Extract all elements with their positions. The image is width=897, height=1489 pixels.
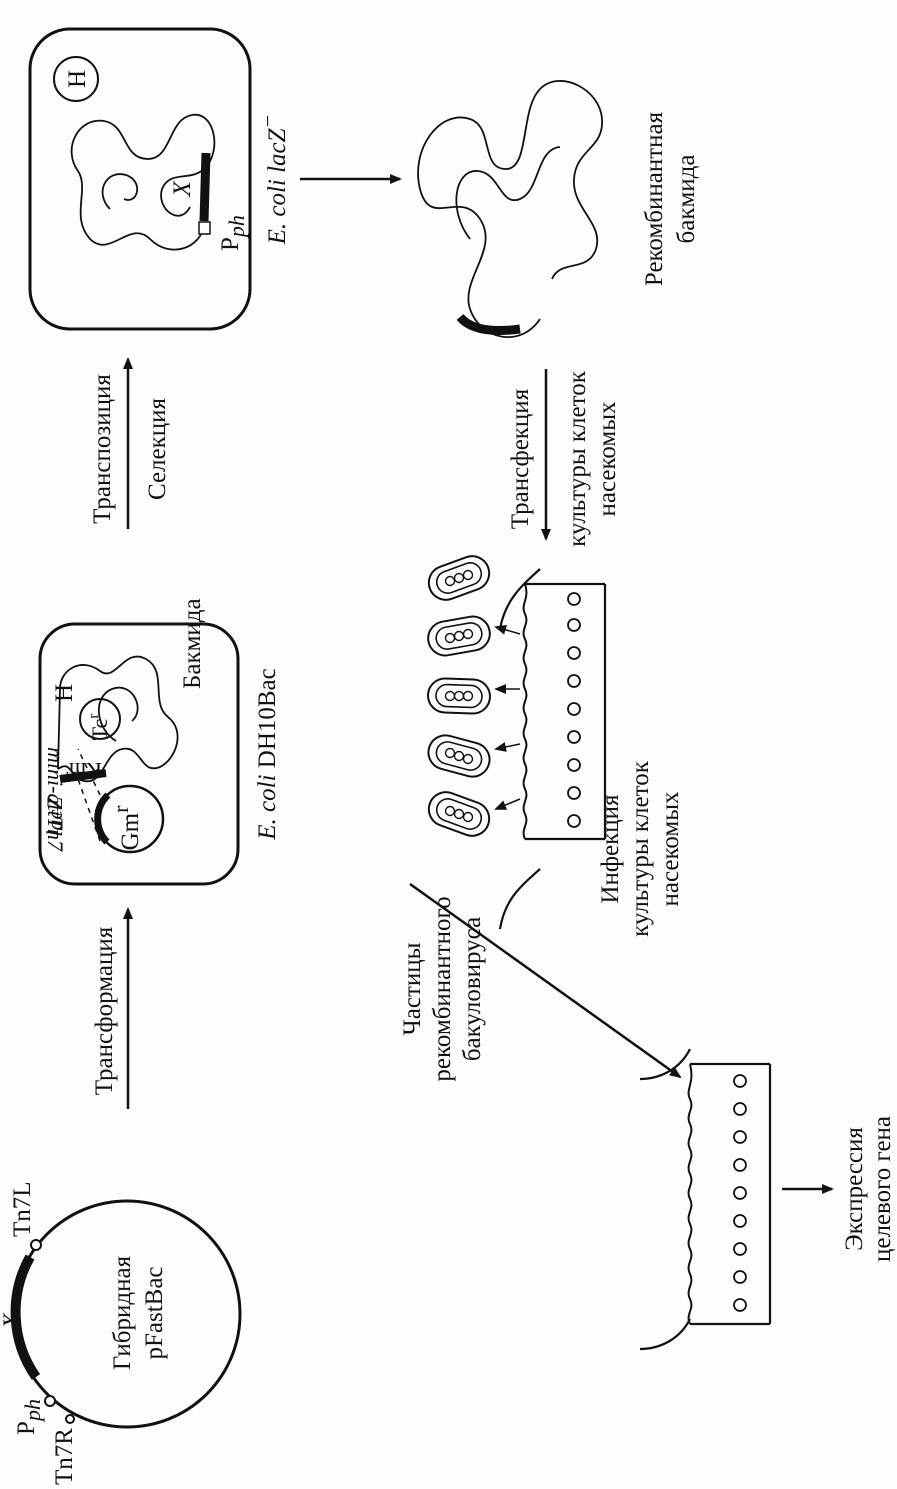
recombinant-bacmid <box>417 80 603 338</box>
plasmid-name-line2: pFastBac <box>141 1266 168 1359</box>
lower-culture-rim-bottom <box>639 1318 691 1351</box>
virus-particle <box>427 791 491 837</box>
lacz-label: lacZ <box>42 797 67 837</box>
recombined-inner-loop <box>101 173 138 210</box>
dh10bac-cell: Gmr Tcr H Kmr mini-attTn7 lacZ Бакмида <box>38 598 240 886</box>
recombinant-bacmid-line2: бакмида <box>673 155 700 244</box>
hybrid-plasmid: Гибридная pFastBac X Pph Tn7R Tn7L <box>0 1181 242 1485</box>
infection-line1: Инфекция <box>597 794 624 904</box>
dh10bac-caption: E. coli DH10Bac <box>254 668 281 841</box>
helper-link-bottom <box>77 748 101 796</box>
bacmid-inner-loop <box>97 686 139 742</box>
helper-label: Gmr <box>108 805 144 851</box>
transformation-label: Трансформация <box>91 926 118 1095</box>
lacz-cell-promoter-label: Pph <box>217 215 249 251</box>
virus-particles-line2: рекомбинантного <box>429 896 456 1081</box>
upper-culture-cell-layer <box>522 583 528 840</box>
helper-link-top <box>77 778 101 842</box>
virus-particle <box>427 734 491 778</box>
km-label: Kmr <box>64 758 102 783</box>
upper-culture-cells <box>567 592 581 828</box>
inserted-gene-segment <box>199 152 211 222</box>
tn7r-label: Tn7R <box>51 1428 78 1485</box>
virus-particle <box>427 677 491 715</box>
expression-line2: целевого гена <box>869 1116 896 1262</box>
plasmid-promoter-label: Pph <box>13 1399 45 1435</box>
tn7l-marker <box>30 1239 42 1251</box>
tet-label: Tcr <box>86 714 112 741</box>
tn7l-label: Tn7L <box>9 1181 36 1237</box>
dh10bac-cell-outline <box>38 622 240 886</box>
lacz-cell-h-label: H <box>64 70 91 88</box>
recombinant-bacmid-loop <box>417 80 603 338</box>
recombinant-bacmid-strand <box>455 146 561 240</box>
lower-culture-cells <box>733 1074 747 1312</box>
transposition-label: Транспозиция <box>89 374 116 524</box>
transfection-line3: насекомых <box>594 401 621 516</box>
expression-line1: Экспрессия <box>841 1127 868 1251</box>
lacz-cell: H X Pph <box>28 27 252 331</box>
gene-x-segment <box>10 1254 41 1380</box>
recombinant-bacmid-line1: Рекомбинантная <box>641 111 668 286</box>
lower-culture-cell-layer <box>687 1063 693 1325</box>
virus-particle <box>427 615 491 657</box>
lacz-cell-outline <box>28 27 252 331</box>
upper-culture-rim-bottom <box>498 868 541 930</box>
bacmid-lacz-segment <box>59 769 107 783</box>
dh10bac-h-label: H <box>51 684 78 702</box>
lower-culture-rim-top <box>639 1048 691 1081</box>
selection-label: Селекция <box>144 397 171 500</box>
budding-arrows <box>494 625 521 810</box>
mini-att-label: mini-attTn7 <box>43 747 68 852</box>
lacz-cell-caption: E. coli lacZ− <box>255 114 291 246</box>
virus-particles-line3: бакуловируса <box>459 917 486 1061</box>
infection-arrow <box>409 882 682 1079</box>
bacmid-loop <box>57 655 179 782</box>
bacmid-label: Бакмида <box>179 598 206 689</box>
infection-line3: насекомых <box>657 791 684 906</box>
tn7r-marker <box>65 1414 75 1424</box>
plasmid-name-line1: Гибридная <box>109 1255 136 1370</box>
transfection-line1: Трансфекция <box>507 388 534 529</box>
upper-culture-rim-top <box>498 568 541 630</box>
promoter-marker <box>44 1395 56 1407</box>
infected-culture-upper <box>427 555 607 930</box>
virus-particles <box>427 555 491 837</box>
lacz-promoter-box <box>198 221 211 235</box>
tet-marker <box>79 698 121 740</box>
lacz-cell-gene-label: X <box>169 180 196 198</box>
expression-culture <box>639 1048 772 1351</box>
helper-resistance-segment <box>94 792 111 845</box>
recombinant-gene-segment <box>456 313 521 335</box>
lacz-cell-h-marker <box>53 56 99 102</box>
plasmid-gene-label: X <box>0 1312 26 1330</box>
infection-line2: культуры клеток <box>627 760 654 937</box>
virus-particles-line1: Частицы <box>399 942 426 1035</box>
virus-particle <box>427 555 491 601</box>
recombined-bacmid-loop <box>70 114 216 251</box>
transfection-line2: культуры клеток <box>564 370 591 547</box>
